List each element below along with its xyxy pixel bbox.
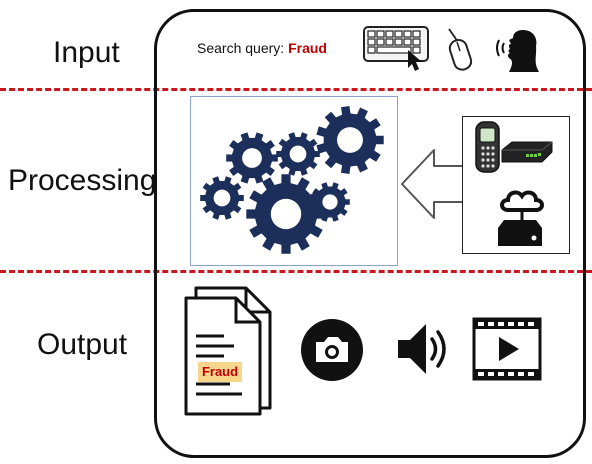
stage-label-output: Output (37, 328, 128, 361)
gear-shape (246, 174, 326, 254)
gear-shape (316, 106, 384, 174)
stage-divider-bottom (0, 270, 592, 273)
gear-shape (200, 176, 244, 220)
search-query-value: Fraud (288, 40, 327, 56)
search-query-label: Search query: (197, 40, 285, 56)
stage-label-input: Input (53, 36, 120, 69)
gear-shape (310, 182, 350, 222)
video-icon (472, 317, 542, 381)
system-frame (154, 9, 586, 458)
mouse-icon (448, 28, 473, 71)
router-icon (501, 141, 553, 163)
document-highlight-label: Fraud (198, 362, 242, 382)
gear-shape (276, 132, 320, 176)
speaker-icon (398, 324, 446, 374)
stage-label-processing: Processing (8, 164, 157, 197)
document-icon (184, 286, 272, 416)
keyboard-icon (363, 26, 429, 71)
stage-divider-top (0, 88, 592, 91)
gears-icon (200, 106, 384, 254)
search-query: Search query: Fraud (197, 40, 327, 56)
voice-icon (496, 30, 539, 72)
cloud-storage-icon (498, 190, 544, 246)
gear-shape (226, 132, 278, 184)
camera-icon (301, 319, 363, 381)
mobile-phone-icon (475, 121, 500, 173)
arrow-icon (401, 149, 465, 219)
